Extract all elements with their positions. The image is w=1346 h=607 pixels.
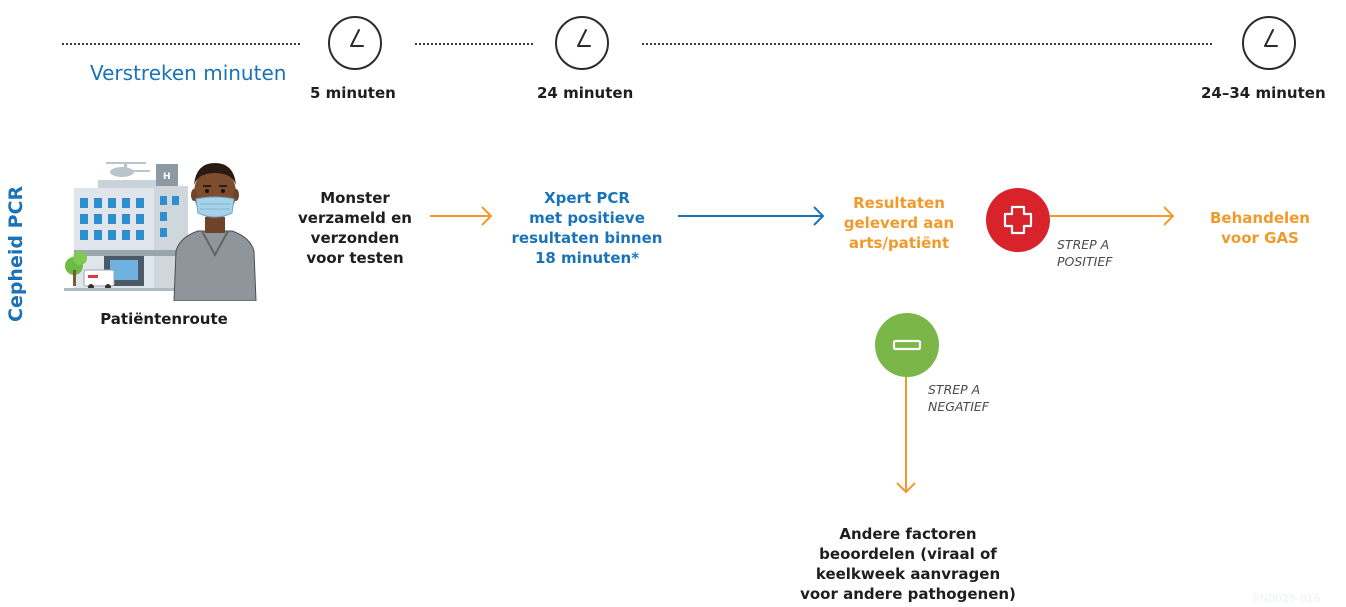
timeline-dots-3 <box>642 43 1212 45</box>
timeline-dots-2 <box>415 43 533 45</box>
plus-icon <box>986 188 1050 252</box>
time-point-5: 5 minuten <box>310 84 396 102</box>
time-point-24: 24 minuten <box>537 84 634 102</box>
step-sample-collected: Monster verzameld en verzonden voor test… <box>298 189 412 267</box>
clock-icon <box>555 16 609 70</box>
patient-route-caption: Patiëntenroute <box>100 310 228 328</box>
step-xpert-pcr: Xpert PCR met positieve resultaten binne… <box>511 189 663 267</box>
clock-icon <box>328 16 382 70</box>
step-results-delivered: Resultaten geleverd aan arts/patiënt <box>843 194 955 252</box>
arrow-down-icon <box>896 377 916 494</box>
minus-icon <box>875 313 939 377</box>
elapsed-minutes-label: Verstreken minuten <box>90 61 287 85</box>
patient-icon <box>173 163 257 301</box>
step-assess-other-factors: Andere factoren beoordelen (viraal of ke… <box>800 525 1016 603</box>
timeline-dots-1 <box>62 43 300 45</box>
document-code: PN0025-016 <box>1253 592 1321 605</box>
clock-icon <box>1242 16 1296 70</box>
strep-a-positive-label: STREP A POSITIEF <box>1057 237 1113 269</box>
arrow-right-icon <box>430 206 493 226</box>
time-point-24-34: 24–34 minuten <box>1201 84 1326 102</box>
strep-a-negative-label: STREP A NEGATIEF <box>928 382 989 414</box>
svg-text:H: H <box>163 172 171 182</box>
hospital-icon: H <box>64 162 190 291</box>
row-title: Cepheid PCR <box>5 185 27 322</box>
arrow-right-icon <box>678 206 825 226</box>
arrow-right-icon <box>1050 206 1175 226</box>
step-treat-gas: Behandelen voor GAS <box>1210 209 1310 247</box>
